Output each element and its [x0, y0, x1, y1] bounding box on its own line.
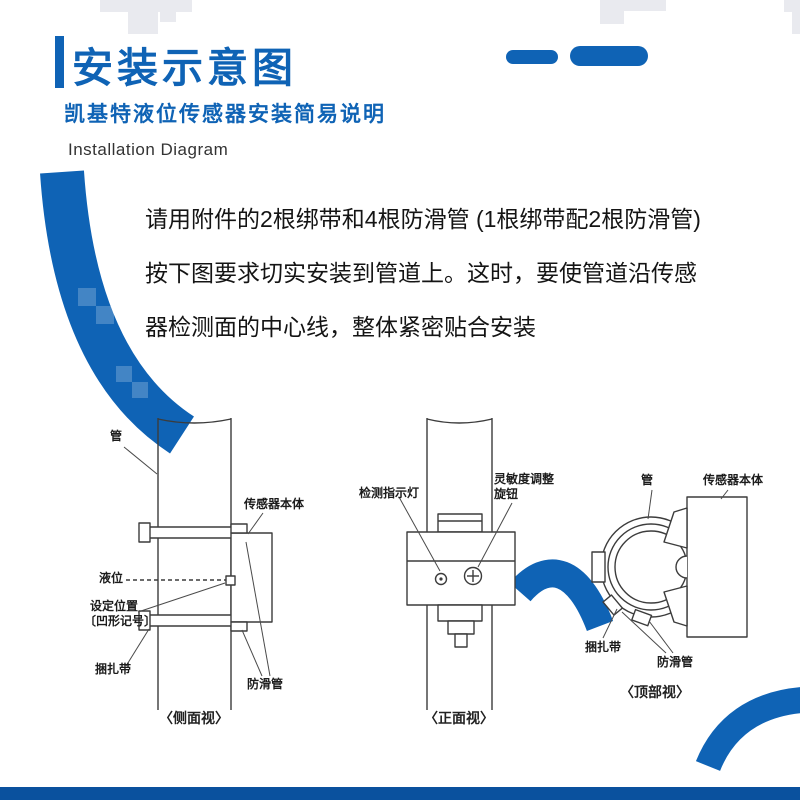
label-set-position: 设定位置 〔凹形记号〕: [84, 599, 156, 629]
label-sensor-body-top: 传感器本体: [703, 473, 764, 487]
intro-paragraph: 请用附件的2根绑带和4根防滑管 (1根绑带配2根防滑管) 按下图要求切实安装到管…: [145, 192, 793, 354]
side-view-leader-lines: [123, 446, 271, 677]
label-binding-band-top: 捆扎带: [585, 640, 622, 654]
label-sensitivity-knob: 灵敏度调整 旋钮: [494, 472, 554, 502]
label-pipe-side: 管: [110, 429, 123, 443]
page-subtitle-english: Installation Diagram: [68, 140, 229, 159]
top-view-drawing: [591, 496, 748, 638]
front-view-leader-lines: [398, 496, 513, 572]
title-accent-bar: [55, 36, 64, 88]
intro-text-line: 请用附件的2根绑带和4根防滑管 (1根绑带配2根防滑管): [145, 206, 701, 232]
side-view-drawing: [126, 418, 273, 710]
label-sensor-body-side: 传感器本体: [244, 497, 305, 511]
header-dash-decoration: [506, 46, 648, 66]
pixel-pattern-top-right: [600, 0, 800, 34]
page-title: 安装示意图: [72, 45, 297, 91]
caption-front-view: 〈正面视〉: [424, 710, 494, 726]
caption-side-view: 〈侧面视〉: [159, 710, 229, 726]
left-swoosh-decoration: [40, 170, 195, 454]
bottom-right-swoosh-decoration: [695, 687, 800, 772]
middle-swoosh-decoration: [509, 559, 614, 632]
top-view-leader-lines: [602, 489, 729, 654]
label-pipe-top: 管: [641, 473, 654, 487]
label-binding-band-side: 捆扎带: [95, 662, 132, 676]
label-sensitivity-knob-line1: 灵敏度调整: [494, 472, 555, 486]
pixel-pattern-top-left: [100, 0, 192, 34]
label-anti-slip-tube-top: 防滑管: [657, 655, 694, 669]
swoosh-pixel-highlights: [78, 288, 148, 398]
front-view-drawing: [406, 418, 516, 710]
label-anti-slip-tube-side: 防滑管: [247, 677, 284, 691]
label-set-position-line1: 设定位置: [90, 599, 139, 613]
caption-top-view: 〈顶部视〉: [620, 684, 690, 700]
page-subtitle: 凯基特液位传感器安装简易说明: [64, 103, 386, 126]
label-indicator-light: 检测指示灯: [359, 486, 420, 500]
label-set-position-line2: 〔凹形记号〕: [84, 614, 157, 628]
intro-text-line: 按下图要求切实安装到管道上。这时，要使管道沿传感: [145, 260, 697, 286]
label-liquid-level: 液位: [99, 571, 124, 585]
bottom-bar: [0, 787, 800, 800]
intro-text-line: 器检测面的中心线，整体紧密贴合安装: [145, 314, 536, 340]
label-sensitivity-knob-line2: 旋钮: [494, 487, 519, 501]
